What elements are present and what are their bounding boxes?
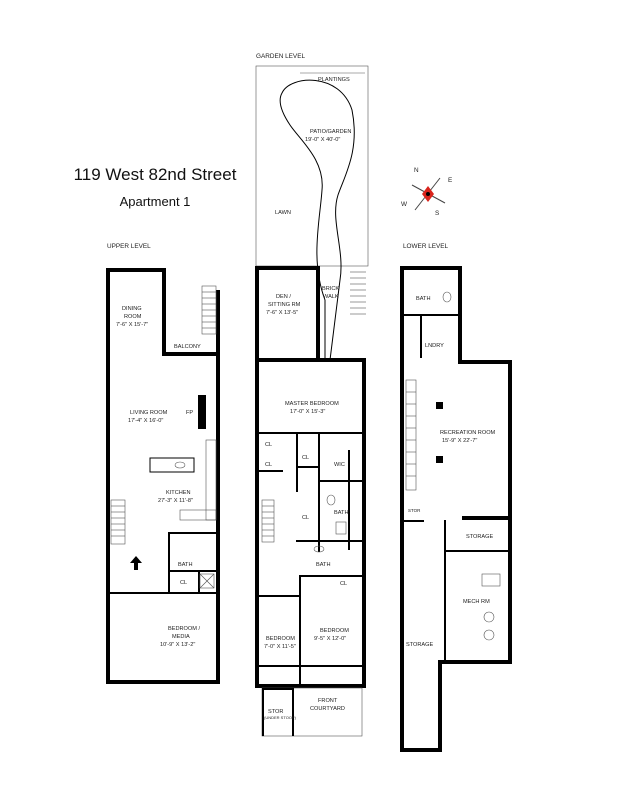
sink-icon [174,461,186,469]
compass-rose-icon: N E W S [401,167,452,217]
recreation-room-name: RECREATION ROOM [440,430,496,436]
closet-label-2: CL [265,462,272,468]
closet-label-1: CL [265,442,272,448]
recreation-room-dim: 15'-9" X 22'-7" [442,438,477,444]
garden-area: PLANTINGS PATIO/GARDEN 19'-0" X 40'-0" L… [255,65,369,361]
kitchen-name: KITCHEN [166,490,191,496]
front-courtyard-1: FRONT [318,698,338,704]
dining-room-name-2: ROOM [124,314,142,320]
closet-label-4: CL [302,515,309,521]
closet-label-5: CL [340,581,347,587]
den-dim: 7'-6" X 13'-5" [266,310,298,316]
den-name-1: DEN / [276,294,291,300]
toilet-icon [326,494,336,506]
lawn-label: LAWN [275,210,291,216]
bedroom3-name: BEDROOM [320,628,349,634]
bedroom-media-name-2: MEDIA [172,634,190,640]
plantings-label: PLANTINGS [318,77,350,83]
front-courtyard-2: COURTYARD [310,706,345,712]
bedroom-media-name-1: BEDROOM / [168,626,200,632]
patio-garden-name: PATIO/GARDEN [310,129,351,135]
water-heater-icon [483,629,495,641]
bedroom2-name: BEDROOM [266,636,295,642]
dining-room-dim: 7'-6" X 15'-7" [116,322,148,328]
lower-level-plan: BATH LNDRY RECREATION ROOM 15'-9" X 22'-… [400,266,512,752]
bedroom-media-dim: 10'-9" X 13'-2" [160,642,195,648]
mechanical-box-icon [199,573,215,589]
storage-under-stoop-2: (UNDER STOOP) [264,715,297,720]
page-title: 119 West 82nd Street [73,165,237,184]
garden-stairs [350,271,366,315]
storage-under-stoop-1: STOR [268,709,283,715]
kitchen-island [149,457,195,473]
middle-level-plan: DEN / SITTING RM 7'-6" X 13'-5" MASTER B… [255,266,366,737]
garden-level-label: GARDEN LEVEL [256,53,305,60]
wic-label: WIC [334,462,345,468]
closet-label-3: CL [302,455,309,461]
fireplace-label: FP [186,410,193,416]
upper-stairs-top [201,285,217,335]
compass-w: W [401,201,408,208]
apartment-subtitle: Apartment 1 [119,194,191,209]
sink-icon [313,545,325,553]
upper-level-plan: DINING ROOM 7'-6" X 15'-7" BALCONY FP LI… [106,268,220,684]
storage-label-2: STORAGE [406,642,434,648]
balcony-label: BALCONY [174,344,201,350]
mech-room-label: MECH RM [463,599,490,605]
living-room-name: LIVING ROOM [130,410,168,416]
patio-garden-dim: 19'-0" X 40'-0" [305,137,340,143]
water-heater-icon [483,611,495,623]
laundry-label: LNDRY [425,343,444,349]
den-name-2: SITTING RM [268,302,301,308]
kitchen-dim: 27'-3" X 11'-8" [158,498,193,504]
bedroom2-dim: 7'-0" X 11'-5" [264,644,296,650]
compass-s: S [435,210,439,217]
brick-walk-label-2: WALK [323,294,339,300]
bath-label-1: BATH [334,510,349,516]
dining-room-name-1: DINING [122,306,142,312]
upper-bath-label: BATH [178,562,193,568]
lower-level-label: LOWER LEVEL [403,243,449,250]
upper-level-label: UPPER LEVEL [107,243,151,250]
bedroom3-dim: 9'-5" X 12'-0" [314,636,346,642]
compass-e: E [448,177,452,184]
lower-stairs [405,379,417,491]
master-bedroom-name: MASTER BEDROOM [285,401,339,407]
brick-walk-label-1: BRICK [322,286,339,292]
living-room-dim: 17'-4" X 16'-0" [128,418,163,424]
master-bedroom-dim: 17'-0" X 15'-3" [290,409,325,415]
bath-label-2: BATH [316,562,331,568]
compass-n: N [414,167,419,174]
lower-stor-label: STOR [408,508,421,513]
sink-icon [335,521,347,535]
middle-stairs [261,499,275,543]
upper-entry-stairs [110,499,126,545]
toilet-icon [442,291,452,303]
entry-arrow-icon [130,556,142,570]
lower-bath-label: BATH [416,296,431,302]
storage-label-1: STORAGE [466,534,494,540]
upper-closet-label: CL [180,580,187,586]
